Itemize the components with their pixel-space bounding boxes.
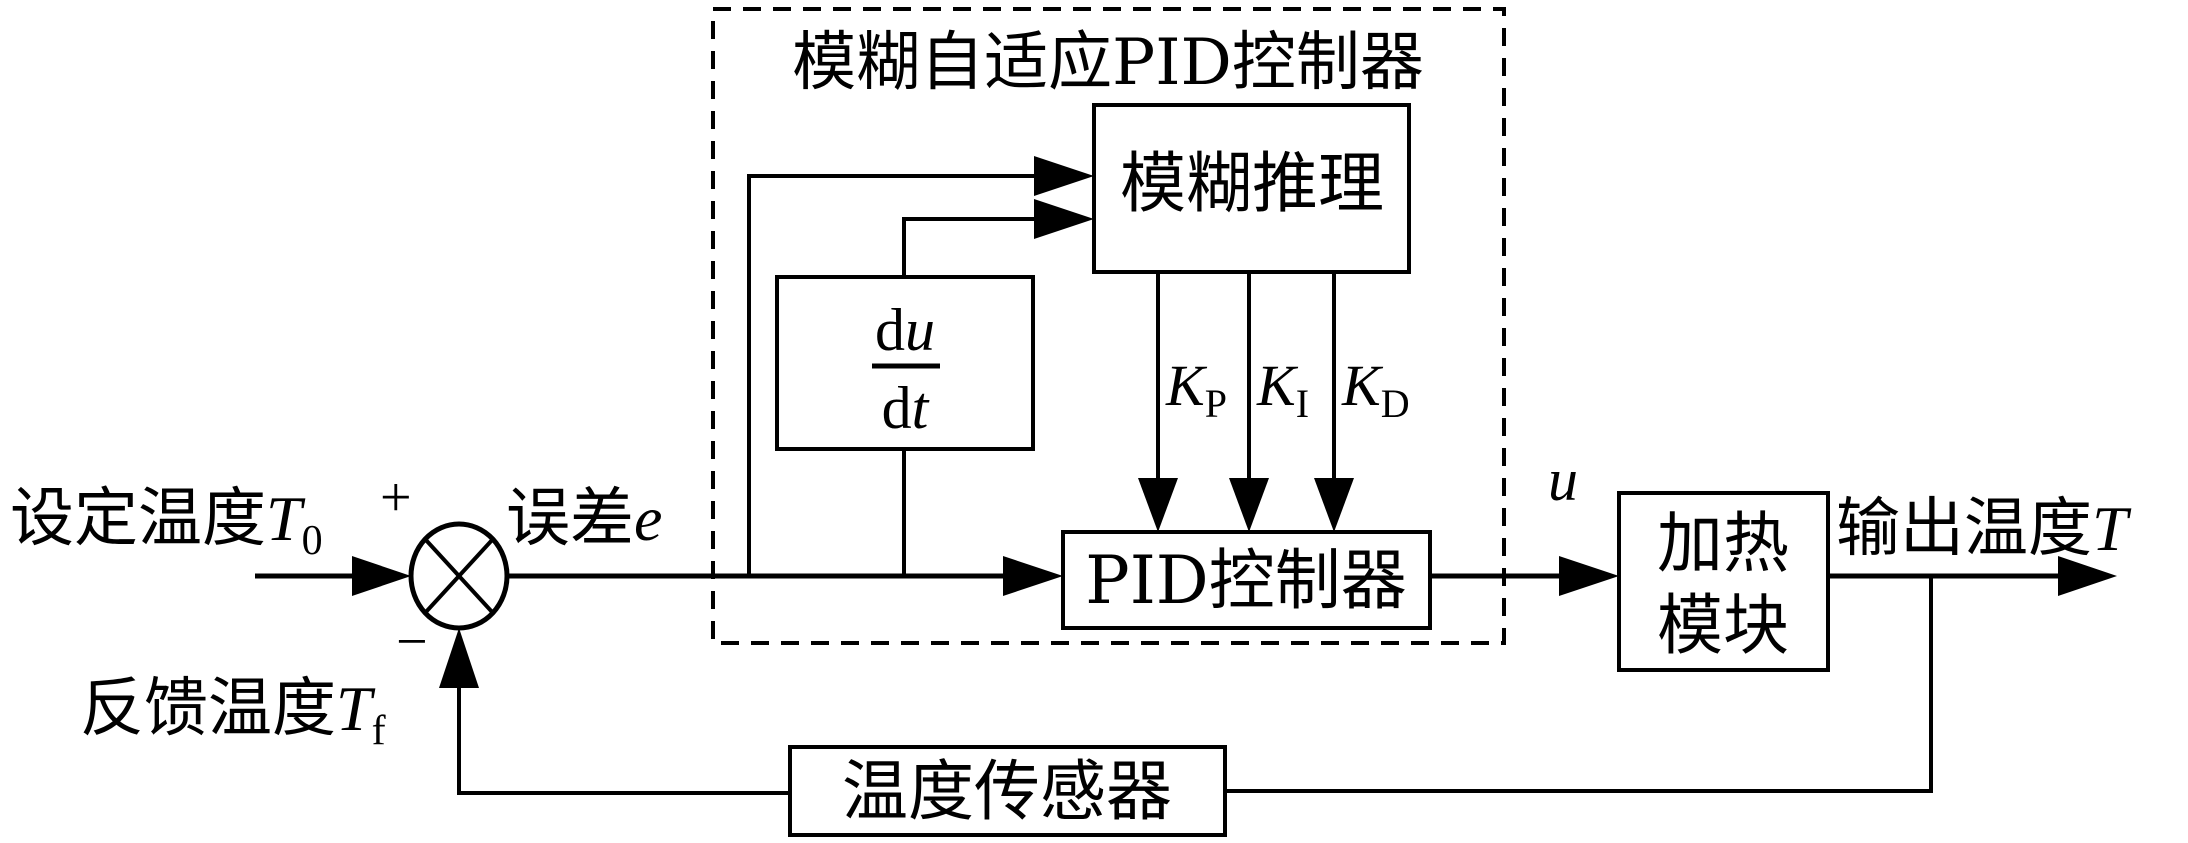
derivative-to-fuzzy-line: [902, 217, 1040, 277]
output-signal-label: 输出温度T: [1836, 492, 2132, 566]
fuzzy-inference-label: 模糊推理: [1120, 145, 1384, 222]
setpoint-label: 设定温度T0: [10, 482, 323, 564]
derivative-numerator: du: [875, 297, 935, 363]
kd-arrow-icon: [1314, 478, 1354, 532]
output-arrow-icon: [2058, 556, 2117, 596]
fuzzy-pid-group-title: 模糊自适应PID控制器: [792, 26, 1424, 100]
fuzzy-inference-block: [1092, 103, 1411, 274]
pid-controller-block: [1061, 530, 1432, 630]
feedback-arrow-icon: [439, 628, 479, 688]
fuzzy-input-e-arrow-icon: [1034, 156, 1094, 196]
kd-label: KD: [1341, 353, 1410, 426]
ki-label: KI: [1256, 353, 1309, 426]
fuzzy-pid-group-box: [711, 7, 1506, 645]
temperature-sensor-label: 温度传感器: [842, 753, 1172, 830]
sensor-to-junction-line: [457, 680, 790, 795]
heating-module-label-1: 加热: [1657, 505, 1789, 582]
heating-module-block: [1617, 491, 1830, 672]
error-to-fuzzy-line: [747, 174, 1040, 576]
fuzzy-input-de-arrow-icon: [1034, 199, 1094, 239]
plus-sign: +: [380, 467, 412, 529]
control-signal-label: u: [1548, 447, 1578, 513]
feedback-label: 反馈温度Tf: [80, 672, 386, 754]
ki-arrow-icon: [1229, 478, 1269, 532]
heating-module-label-2: 模块: [1657, 587, 1789, 664]
error-label: 误差e: [506, 482, 662, 556]
minus-sign: −: [396, 611, 428, 673]
pid-input-arrow-icon: [1003, 556, 1063, 596]
derivative-denominator: dt: [882, 375, 930, 441]
output-to-sensor-line: [1225, 576, 1933, 793]
heating-input-arrow-icon: [1559, 556, 1619, 596]
kp-arrow-icon: [1138, 478, 1178, 532]
pid-controller-label: PID控制器: [1085, 542, 1406, 619]
setpoint-arrow-icon: [352, 556, 411, 596]
kp-label: KP: [1165, 353, 1227, 426]
